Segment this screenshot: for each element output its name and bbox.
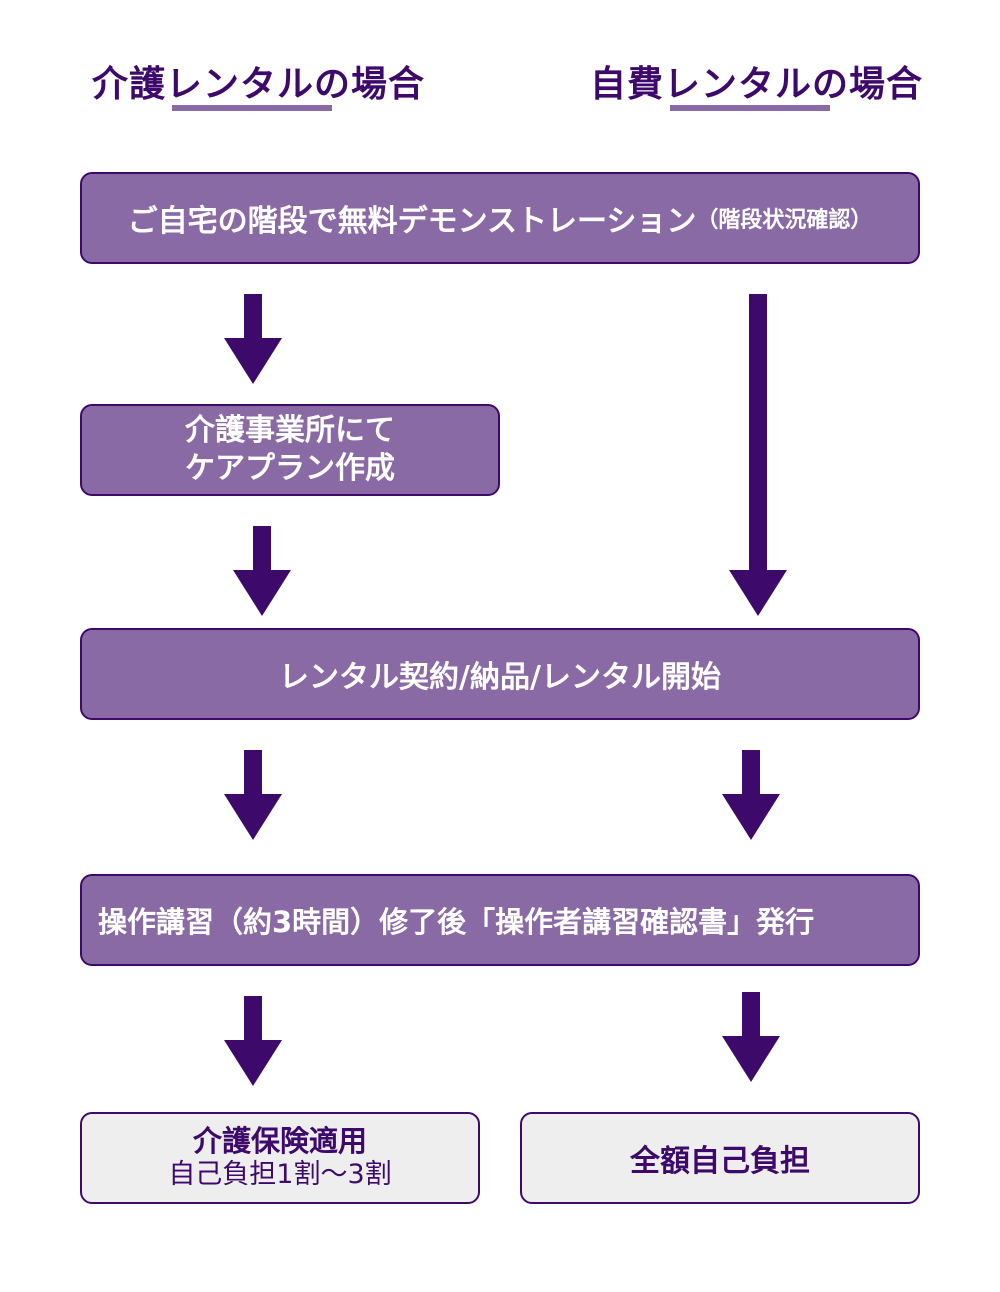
step-care-plan-line1: 介護事業所にて [185,413,395,448]
heading-care-underline [172,105,332,111]
result-care-insurance: 介護保険適用 自己負担1割～3割 [80,1112,480,1204]
step-rental-contract-text: レンタル契約/納品/レンタル開始 [279,660,721,695]
result-self-pay: 全額自己負担 [520,1112,920,1204]
step-care-plan: 介護事業所にて ケアプラン作成 [80,404,500,496]
step-free-demo-subtext: （階段状況確認） [696,208,873,233]
heading-self-rental: 自費レンタルの場合 [590,64,924,105]
step-operation-training: 操作講習（約3時間）修了後「操作者講習確認書」発行 [80,874,920,966]
step-care-plan-line2: ケアプラン作成 [185,451,395,486]
result-care-insurance-copay: 自己負担1割～3割 [168,1159,392,1190]
result-care-insurance-title: 介護保険適用 [192,1124,367,1158]
step-operation-training-text: 操作講習（約3時間）修了後「操作者講習確認書」発行 [98,905,815,939]
heading-care-rental: 介護レンタルの場合 [92,64,426,105]
step-free-demo-text: ご自宅の階段で無料デモンストレーション [127,204,697,239]
heading-self-underline [670,105,830,111]
step-free-demo: ご自宅の階段で無料デモンストレーション（階段状況確認） [80,172,920,264]
step-rental-contract: レンタル契約/納品/レンタル開始 [80,628,920,720]
result-self-pay-text: 全額自己負担 [630,1144,810,1179]
